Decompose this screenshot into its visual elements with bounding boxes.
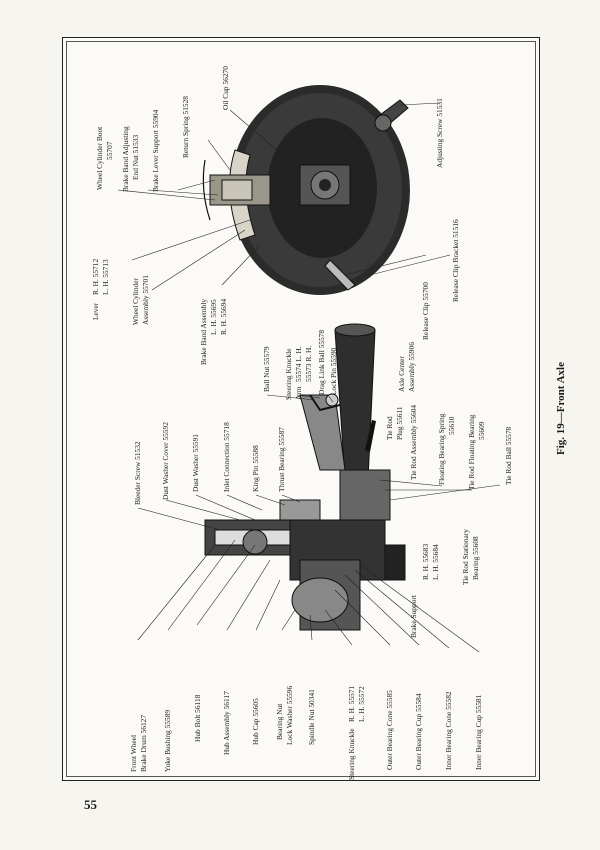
label-brake-support-lh: L. H. 55684	[431, 544, 440, 580]
label-ball-nut: Ball Nut 55579	[262, 346, 271, 392]
label-brake-band-assembly: Brake Band Assembly	[199, 298, 208, 365]
label-brake-support: Brake Support	[409, 595, 418, 638]
label-brake-lever-support: Brake Lever Support 55904	[151, 109, 160, 192]
label-brake-support-rh: R. H. 55683	[421, 543, 430, 580]
label-lever-rh: R. H. 55712	[91, 258, 100, 295]
label-steering-knuckle-arm-lh: 55574 L. H.	[294, 346, 303, 382]
figure-caption: Fig. 19—Front Axle	[555, 362, 567, 455]
axle-assembly-view	[204, 323, 406, 631]
label-dust-washer-cover: Dust Washer Cover 55592	[161, 422, 170, 500]
label-king-pin: King Pin 55588	[251, 445, 260, 492]
label-tie-rod-stationary-bearing: Tie Rod Stationary	[461, 529, 470, 585]
label-tie-rod-ball: Tie Rod Ball 55578	[504, 426, 513, 485]
label-tie-rod-stationary-bearing-2: Bearing 55608	[471, 536, 480, 580]
label-steering-knuckle-arm-2: Arm	[294, 386, 303, 400]
label-yoke-bushing: Yoke Bushing 55589	[163, 709, 172, 772]
leader-lines	[117, 102, 501, 653]
label-outer-bearing-cup: Outer Bearing Cup 55584	[414, 693, 423, 770]
label-release-clip-bracket: Release Clip Bracket 51516	[451, 219, 460, 302]
label-steering-knuckle-arm: Steering Knuckle	[284, 348, 293, 400]
label-brake-band-assembly-rh: R. H. 55694	[219, 298, 228, 335]
label-steering-knuckle-rh: R. H. 55571	[347, 685, 356, 722]
label-outer-bearing-cone: Outer Bearing Cone 55585	[385, 690, 394, 770]
label-tie-rod-floating-bearing: Tie Rod Floating Bearing	[467, 414, 476, 490]
label-tie-rod-floating-bearing-2: 55609	[477, 421, 486, 440]
label-tie-rod-plug-2: Plug 55611	[395, 406, 404, 440]
label-wheel-cylinder-assembly-2: Assembly 55701	[141, 275, 150, 325]
page-number: 55	[84, 797, 97, 812]
label-oil-cup: Oil Cup 56270	[221, 66, 230, 110]
label-drag-link-ball: Drag Link Ball 55578	[317, 329, 326, 395]
label-wheel-cylinder-boot-2: 55707	[105, 141, 114, 160]
label-axle-center-assembly: Axle Center	[397, 356, 406, 392]
label-bearing-nut: Bearing Nut	[275, 703, 284, 740]
label-steering-knuckle-lh: L. H. 55572	[357, 686, 366, 722]
label-return-spring: Return Spring 51528	[181, 96, 190, 158]
label-lever-lh: L. H. 55713	[101, 259, 110, 295]
label-wheel-cylinder-boot: Wheel Cylinder Boot	[95, 126, 104, 190]
label-floating-bearing-spring: Floating Bearing Spring	[437, 413, 446, 485]
label-inner-bearing-cone: Inner Bearing Cone 55582	[444, 691, 453, 770]
label-tie-rod-plug: Tie Rod	[385, 416, 394, 440]
label-spindle-nut: Spindle Nut 50341	[307, 689, 316, 745]
brake-drum-view	[202, 85, 410, 295]
label-bleeder-screw: Bleeder Screw 51532	[133, 441, 142, 505]
label-steering-knuckle: Steering Knuckle	[347, 728, 356, 780]
label-hub-bolt: Hub Bolt 56118	[193, 694, 202, 742]
label-wheel-cylinder-assembly: Wheel Cylinder	[131, 278, 140, 325]
label-brake-band-adjusting-nut-2: End Nut 51533	[131, 134, 140, 180]
label-thrust-bearing: Thrust Bearing 55587	[277, 427, 286, 492]
label-brake-band-adjusting-nut: Brake Band Adjusting	[121, 126, 130, 192]
label-axle-center-assembly-2: Assembly 55906	[407, 342, 416, 392]
label-hub-assembly: Hub Assembly 56117	[222, 691, 231, 755]
label-front-wheel-brake-drum-2: Brake Drum 56127	[139, 714, 148, 772]
label-bearing-nut-2: Lock Washer 55596	[285, 685, 294, 745]
label-steering-knuckle-arm-rh: 55573 R. H.	[304, 345, 313, 382]
label-floating-bearing-spring-2: 55610	[447, 416, 456, 435]
label-front-wheel-brake-drum: Front Wheel	[129, 734, 138, 772]
label-hub-cap: Hub Cap 55605	[251, 698, 260, 745]
label-adjusting-screw: Adjusting Screw 51531	[435, 98, 444, 168]
label-tie-rod-assembly: Tie Rod Assembly 55604	[409, 404, 418, 480]
label-brake-band-assembly-lh: L. H. 55695	[209, 299, 218, 335]
label-dust-washer: Dust Washer 55591	[191, 434, 200, 492]
label-lock-pin: Lock Pin 55590	[329, 347, 338, 395]
label-inner-bearing-cup: Inner Bearing Cup 55581	[474, 694, 483, 770]
label-lever: Lever	[91, 302, 100, 320]
label-release-clip: Release Clip 55700	[421, 282, 430, 340]
figure-inner-border	[66, 41, 536, 777]
label-inlet-connection: Inlet Connection 55718	[222, 422, 231, 492]
